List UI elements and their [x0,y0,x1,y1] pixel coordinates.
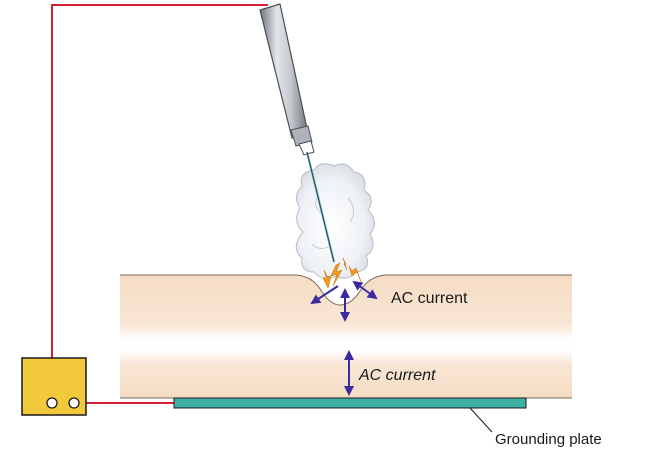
grounding-plate-label: Grounding plate [495,431,602,448]
spark-icon [322,257,363,289]
generator-terminal-left [46,397,58,409]
grounding-plate [173,397,527,409]
current-arrow-right [352,280,378,300]
grounding-plate-leader [469,407,493,433]
ac-current-label-upper: AC current [391,290,468,307]
wire-to-probe [51,4,268,403]
current-arrow-left [310,285,339,305]
generator-terminal-right [68,397,80,409]
smoke-plume-icon [295,163,375,279]
generator-box-icon [21,357,87,416]
lower-tissue-layer [120,350,572,398]
ac-current-label-lower: AC current [358,367,436,384]
electrode-probe-icon [259,3,336,263]
upper-current-arrows [310,280,378,322]
